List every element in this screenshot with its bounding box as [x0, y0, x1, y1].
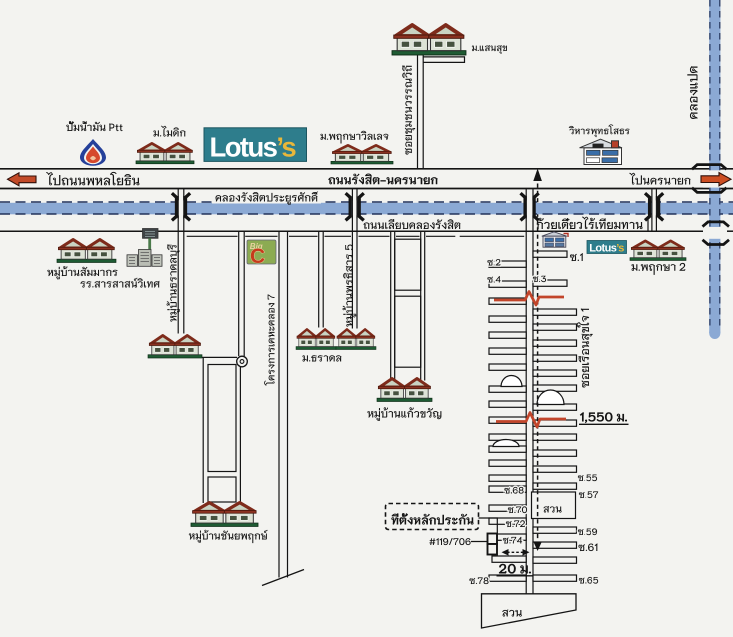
- svg-text:C: C: [250, 245, 265, 268]
- svg-text:Big: Big: [250, 242, 263, 251]
- svg-text:Lotus’s: Lotus’s: [589, 243, 624, 255]
- svg-text:Lotus’s: Lotus’s: [210, 132, 297, 163]
